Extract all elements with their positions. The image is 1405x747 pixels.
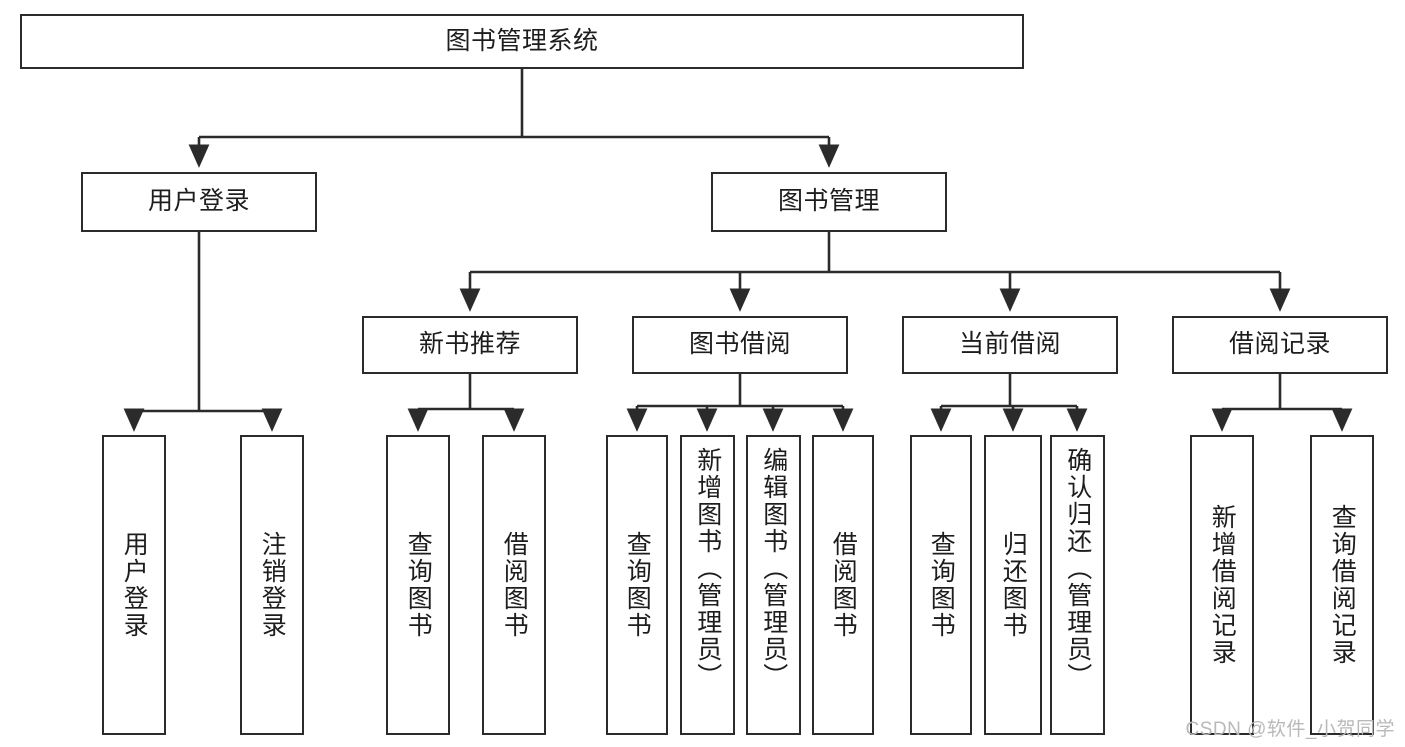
node-book-manage[interactable]: 图书管理 [711,172,947,232]
node-leaf-borrow-book-1[interactable]: 借阅图书 [482,435,546,735]
node-leaf-add-book-admin-label: 新增图书（管理员） [693,447,722,690]
node-new-book-recommend-label: 新书推荐 [418,330,521,359]
node-leaf-query-borrow-record-label: 查询借阅记录 [1328,504,1357,666]
node-leaf-confirm-return-admin-label: 确认归还（管理员） [1063,447,1092,690]
node-leaf-add-borrow-record[interactable]: 新增借阅记录 [1190,435,1254,735]
node-leaf-query-borrow-record[interactable]: 查询借阅记录 [1310,435,1374,735]
node-leaf-confirm-return-admin[interactable]: 确认归还（管理员） [1050,435,1105,735]
node-borrow-record[interactable]: 借阅记录 [1172,316,1388,374]
node-leaf-edit-book-admin[interactable]: 编辑图书（管理员） [746,435,801,735]
node-leaf-query-book-3-label: 查询图书 [927,531,956,639]
node-user-login[interactable]: 用户登录 [81,172,317,232]
node-book-borrow[interactable]: 图书借阅 [632,316,848,374]
node-leaf-user-login[interactable]: 用户登录 [102,435,166,735]
node-current-borrow[interactable]: 当前借阅 [902,316,1118,374]
node-user-login-label: 用户登录 [147,187,250,216]
node-leaf-user-logout[interactable]: 注销登录 [240,435,304,735]
node-book-manage-label: 图书管理 [777,187,880,216]
node-leaf-borrow-book-2-label: 借阅图书 [829,531,858,639]
node-leaf-borrow-book-2[interactable]: 借阅图书 [812,435,874,735]
node-leaf-user-login-label: 用户登录 [120,531,149,639]
node-leaf-query-book-3[interactable]: 查询图书 [910,435,972,735]
node-new-book-recommend[interactable]: 新书推荐 [362,316,578,374]
node-current-borrow-label: 当前借阅 [958,330,1061,359]
node-leaf-add-borrow-record-label: 新增借阅记录 [1208,504,1237,666]
node-leaf-return-book[interactable]: 归还图书 [984,435,1042,735]
node-leaf-edit-book-admin-label: 编辑图书（管理员） [759,447,788,690]
watermark-text: CSDN @软件_小贺同学 [1185,719,1395,740]
node-root-label: 图书管理系统 [445,26,599,55]
node-root[interactable]: 图书管理系统 [20,14,1024,69]
node-leaf-query-book-1-label: 查询图书 [404,531,433,639]
node-borrow-record-label: 借阅记录 [1228,330,1331,359]
node-leaf-add-book-admin[interactable]: 新增图书（管理员） [680,435,735,735]
node-leaf-query-book-2[interactable]: 查询图书 [606,435,668,735]
node-leaf-return-book-label: 归还图书 [999,531,1028,639]
node-leaf-borrow-book-1-label: 借阅图书 [500,531,529,639]
node-leaf-query-book-2-label: 查询图书 [623,531,652,639]
node-leaf-query-book-1[interactable]: 查询图书 [386,435,450,735]
node-book-borrow-label: 图书借阅 [688,330,791,359]
node-leaf-user-logout-label: 注销登录 [258,531,287,639]
